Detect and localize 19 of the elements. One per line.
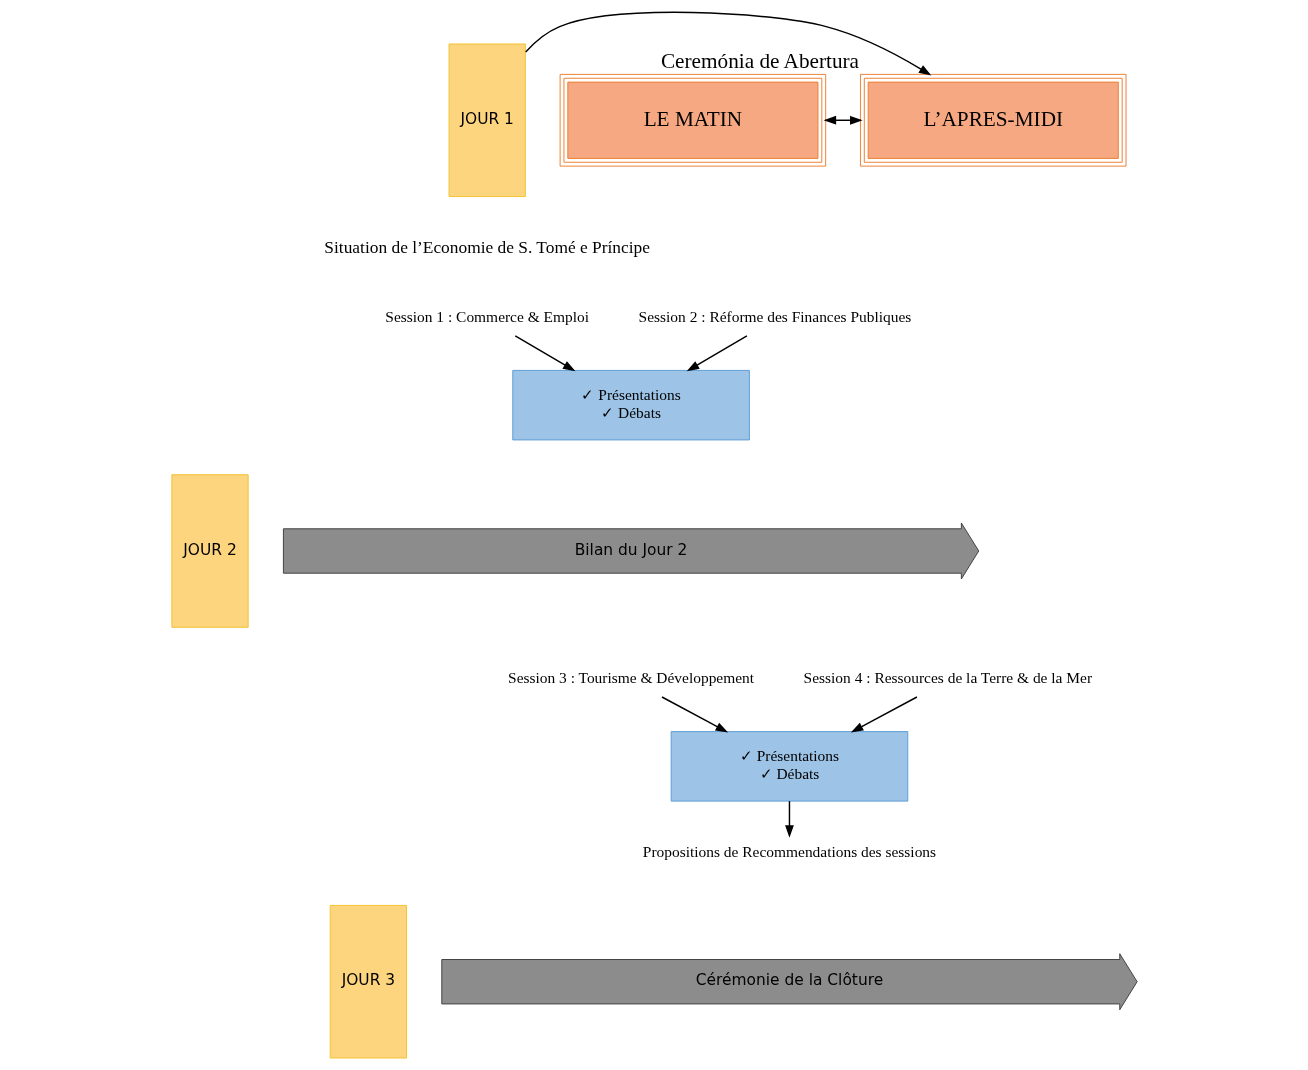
label: Situation de l’Economie de S. Tomé e Príncipe (323, 237, 650, 257)
arrow (524, 11, 931, 76)
arrow (850, 696, 918, 733)
node-box: JOUR 1 (448, 43, 526, 198)
node-box: JOUR 3 (329, 904, 407, 1059)
arrow (514, 335, 575, 372)
node-label: Ceremónia de Abertura (660, 49, 859, 74)
arrow (823, 115, 863, 125)
arrow (686, 335, 748, 372)
arrow (784, 800, 794, 838)
node-text: Session 3 : Tourisme & Développement (507, 669, 754, 687)
node-text: Session 1 : Commerce & Emploi (384, 307, 589, 325)
node-text: Session 4 : Ressources de la Terre & de la Mer (803, 669, 1092, 687)
node-box: ✓ Présentations ✓ Débats (511, 369, 750, 441)
node-box: JOUR 2 (170, 474, 249, 628)
node-text: Propositions de Recommendations des sessions (642, 842, 936, 860)
node-box: ✓ Présentations ✓ Débats (670, 731, 908, 802)
arrow (660, 696, 728, 733)
node-text: Session 2 : Réforme des Finances Publiques (638, 307, 911, 325)
